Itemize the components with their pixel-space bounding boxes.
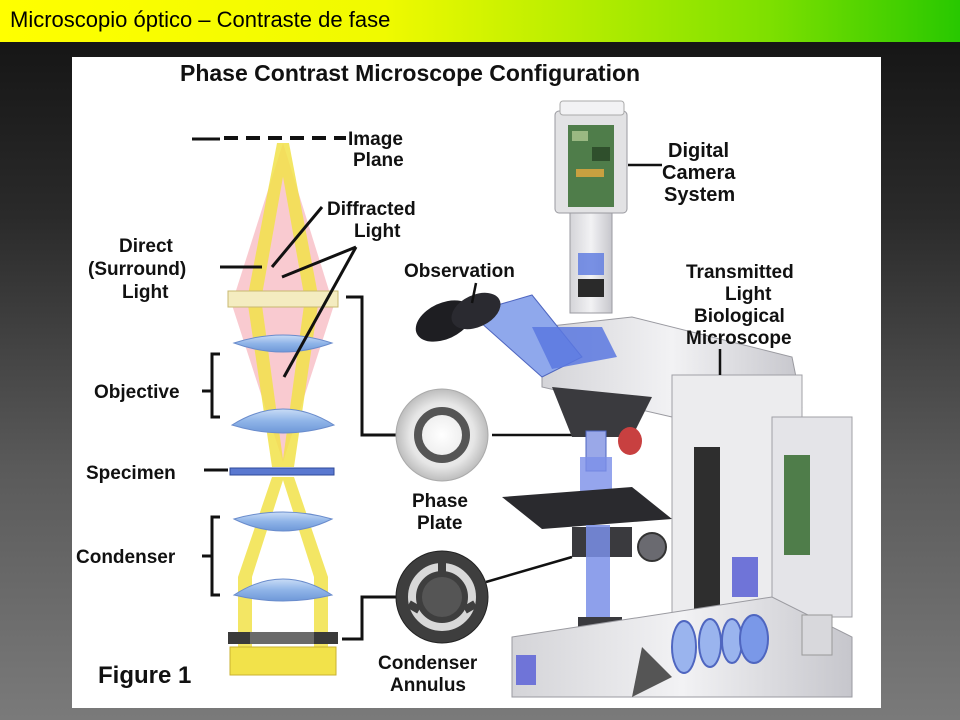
microscope-stage [502,487,672,529]
microscope-illustration [415,100,853,698]
label-diffracted-1: Diffracted [327,199,416,220]
annulus-to-scope-pointer [485,555,573,584]
label-camera-1: Digital [668,140,729,162]
label-brackets [192,137,402,597]
slide-title: Microscopio óptico – Contraste de fase [10,7,391,32]
phase-plate-disk [395,388,489,482]
label-microscope-4: Microscope [686,328,792,349]
label-specimen: Specimen [86,463,176,484]
label-condenser: Condenser [76,547,176,568]
objective-lens-upper [232,334,334,353]
label-microscope-2: Light [725,284,772,305]
nosepiece [552,387,652,437]
condenser-column [586,525,610,625]
observation-pointer [470,282,478,304]
red-objective [618,427,642,455]
label-camera-3: System [664,184,735,206]
optical-path [192,136,402,676]
label-camera-2: Camera [662,162,736,184]
focus-knob [637,532,667,562]
light-source [229,646,337,676]
figure-panel: Phase Contrast Microscope Configuration [72,57,881,708]
phase-contrast-diagram: Phase Contrast Microscope Configuration [76,60,853,698]
label-microscope-3: Biological [694,306,785,327]
arm-slot [694,447,720,627]
label-phase-plate-1: Phase [412,491,468,512]
base-lens-assembly [671,614,833,674]
label-diffracted-2: Light [354,221,401,242]
image-plane-line [224,136,346,140]
objective-lens-lower [230,408,336,434]
side-circuit-board [784,455,810,555]
label-observation: Observation [404,261,515,282]
label-annulus-2: Annulus [390,675,466,696]
slide-header: Microscopio óptico – Contraste de fase [0,0,960,42]
diffracted-light-cone-lower [232,305,334,462]
figure-caption: Figure 1 [98,662,191,689]
figure-title: Phase Contrast Microscope Configuration [180,60,640,86]
label-microscope-1: Transmitted [686,262,794,283]
label-direct-3: Light [122,282,169,303]
specimen-slide [229,467,335,476]
condenser-annulus-disk [395,550,489,644]
label-image-plane-1: Image [348,129,403,150]
phase-plate-slab [227,290,339,308]
base-blue-button [516,655,536,685]
label-phase-plate-2: Plate [417,513,462,534]
label-direct-1: Direct [119,236,174,257]
annulus-pointer [342,595,398,641]
eyepiece-right [451,292,501,330]
label-direct-2: (Surround) [88,259,186,280]
label-objective: Objective [94,382,180,403]
side-blue-panel [732,557,758,597]
condenser-lens-lower [232,578,334,602]
annulus-center-stop [250,632,314,644]
condenser-lens-upper [232,511,334,532]
base-mirror [632,647,672,697]
label-annulus-1: Condenser [378,653,478,674]
label-image-plane-2: Plane [353,150,404,171]
